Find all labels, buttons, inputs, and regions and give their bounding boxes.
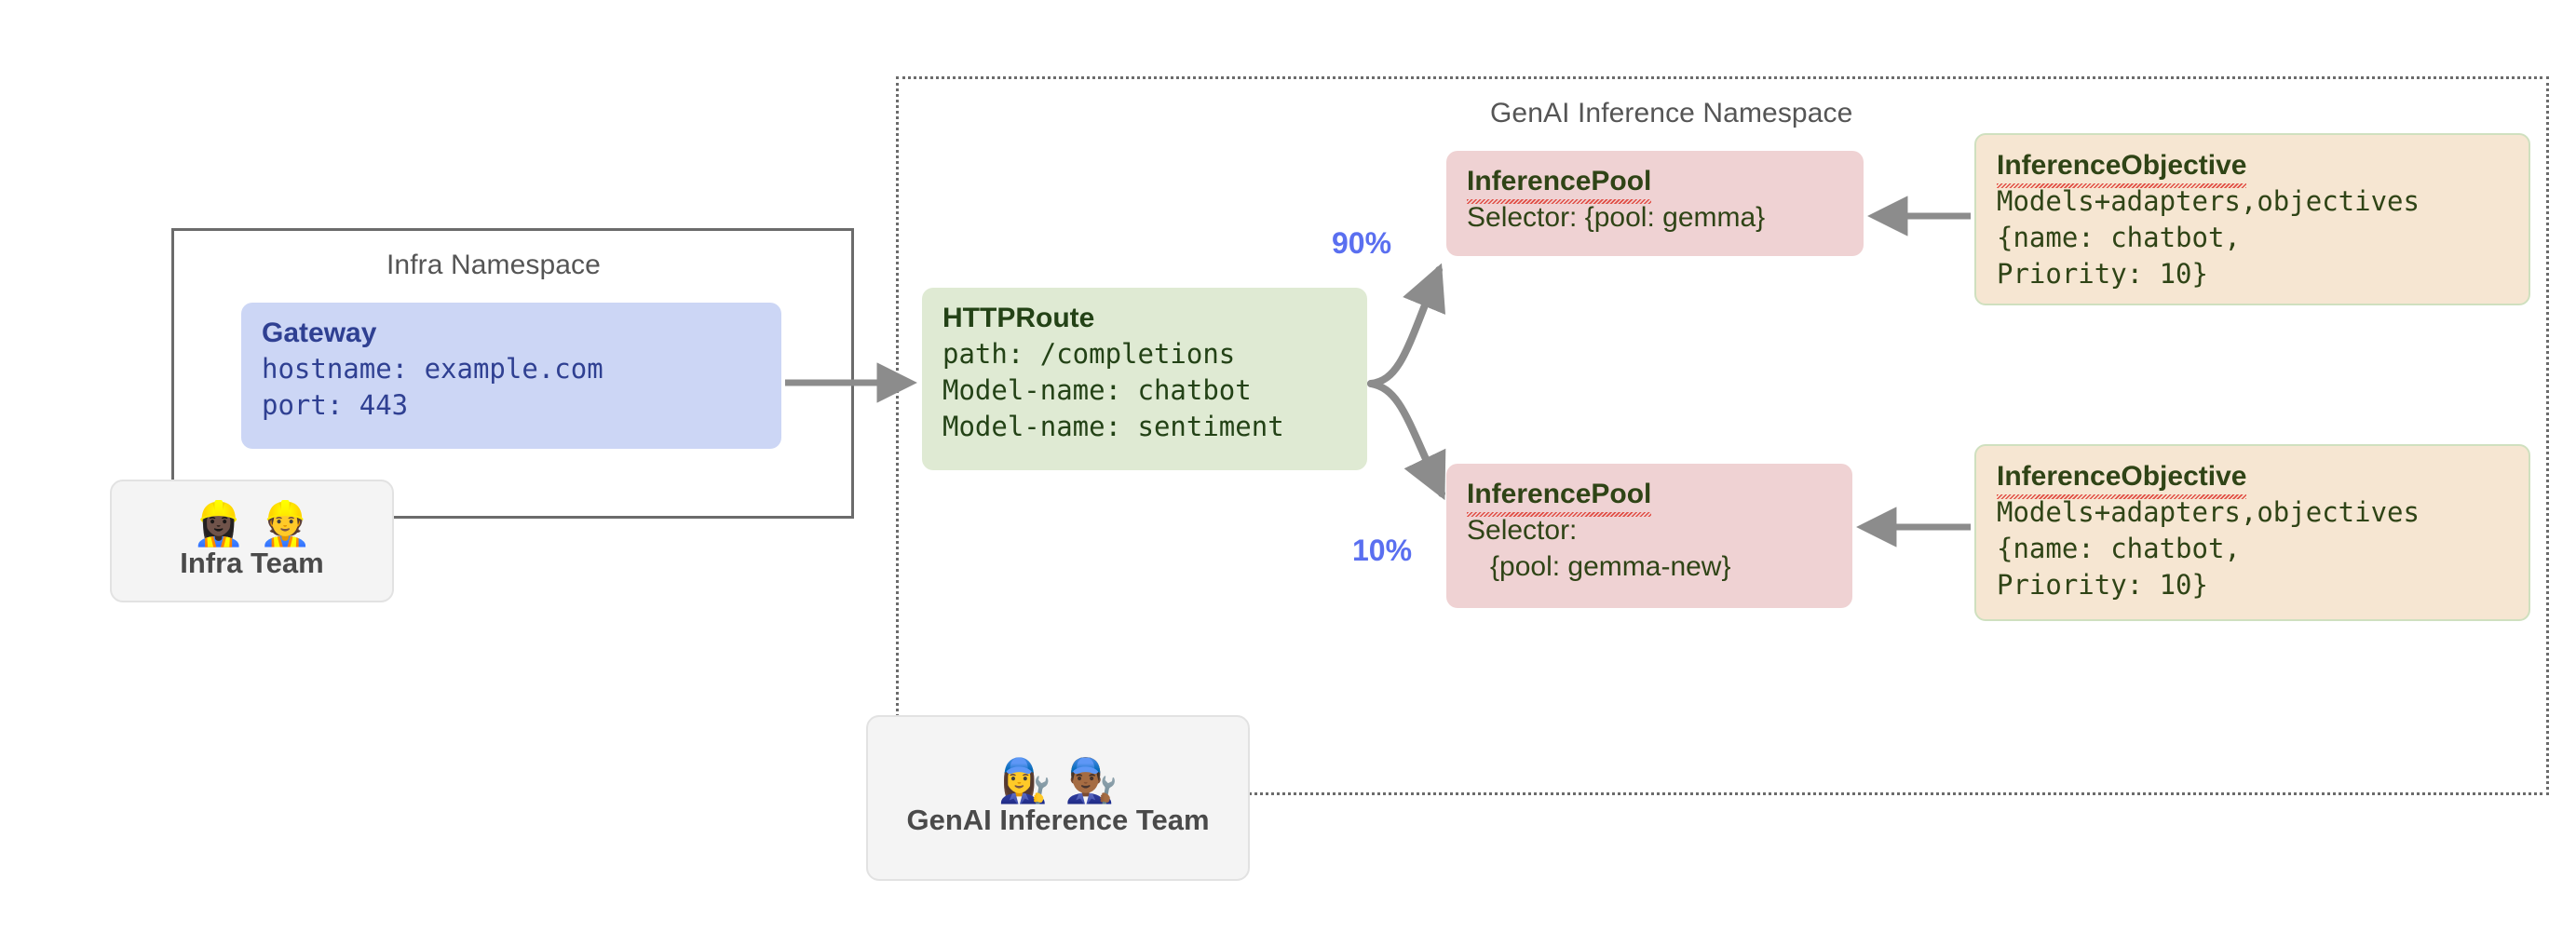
gateway-card[interactable]: Gateway hostname: example.com port: 443	[241, 303, 781, 449]
inferenceobjective-top-title-text: InferenceObjective	[1997, 148, 2247, 189]
httproute-title: HTTPRoute	[942, 303, 1095, 333]
inferencepool-card-gemma[interactable]: InferencePool Selector: {pool: gemma}	[1446, 151, 1864, 256]
inferencepool-gemma-new-selector-line: Selector:	[1467, 515, 1578, 547]
inferencepool-gemma-title-text: InferencePool	[1467, 164, 1652, 205]
inferenceobjective-bottom-title: InferenceObjective	[1997, 459, 2510, 500]
genai-inference-namespace-title: GenAI Inference Namespace	[1490, 98, 1853, 128]
gateway-port-line: port: 443	[262, 389, 409, 422]
inferenceobjective-top-name-line: {name: chatbot,	[1997, 222, 2241, 254]
genai-inference-team-avatars: 👩‍🔧👨🏾‍🔧	[997, 756, 1132, 805]
inferencepool-gemma-new-title: InferencePool	[1467, 477, 1834, 518]
genai-inference-namespace-container	[896, 76, 2549, 795]
inferencepool-gemma-title: InferencePool	[1467, 164, 1845, 205]
inferenceobjective-bottom-name-line: {name: chatbot,	[1997, 533, 2241, 565]
httproute-model-sentiment-line: Model-name: sentiment	[942, 411, 1284, 443]
httproute-card[interactable]: HTTPRoute path: /completions Model-name:…	[922, 288, 1367, 470]
inferencepool-gemma-new-title-text: InferencePool	[1467, 477, 1652, 518]
inferencepool-gemma-new-selector-value-line: {pool: gemma-new}	[1467, 551, 1731, 583]
infra-namespace-title: Infra Namespace	[386, 250, 601, 280]
httproute-path-line: path: /completions	[942, 338, 1236, 371]
httproute-model-chatbot-line: Model-name: chatbot	[942, 374, 1252, 407]
inferencepool-gemma-selector-line: Selector: {pool: gemma}	[1467, 202, 1766, 234]
weight-label-10: 10%	[1352, 534, 1413, 567]
inferenceobjective-top-title: InferenceObjective	[1997, 148, 2510, 189]
infra-team-label: Infra Team	[180, 547, 324, 579]
inferenceobjective-bottom-models-line: Models+adapters,objectives	[1997, 496, 2420, 529]
genai-inference-team-chip[interactable]: 👩‍🔧👨🏾‍🔧 GenAI Inference Team	[866, 715, 1250, 881]
genai-inference-team-label: GenAI Inference Team	[906, 804, 1210, 836]
inferencepool-card-gemma-new[interactable]: InferencePool Selector: {pool: gemma-new…	[1446, 464, 1852, 608]
inferenceobjective-card-top[interactable]: InferenceObjective Models+adapters,objec…	[1974, 133, 2530, 305]
infra-team-chip[interactable]: 👷🏿‍♀️👷 Infra Team	[110, 480, 394, 602]
gateway-title: Gateway	[262, 318, 377, 348]
inferenceobjective-card-bottom[interactable]: InferenceObjective Models+adapters,objec…	[1974, 444, 2530, 621]
weight-label-90: 90%	[1332, 226, 1392, 260]
inferenceobjective-bottom-title-text: InferenceObjective	[1997, 459, 2247, 500]
gateway-hostname-line: hostname: example.com	[262, 353, 603, 385]
inferenceobjective-bottom-priority-line: Priority: 10}	[1997, 569, 2208, 602]
infra-team-avatars: 👷🏿‍♀️👷	[192, 499, 325, 548]
inferenceobjective-top-models-line: Models+adapters,objectives	[1997, 185, 2420, 218]
inferenceobjective-top-priority-line: Priority: 10}	[1997, 258, 2208, 291]
